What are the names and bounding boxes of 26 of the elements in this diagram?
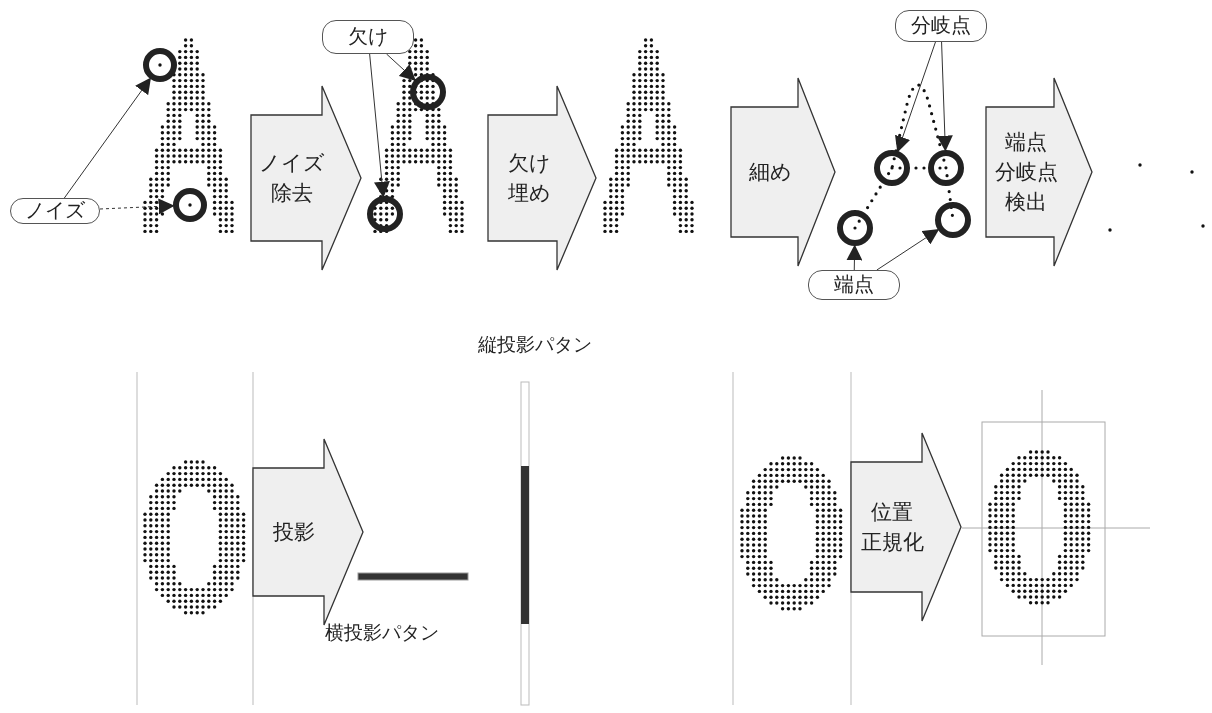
- marker-circle: [366, 195, 404, 233]
- process-block-arrow: 細め: [730, 77, 836, 267]
- leader-arrow: [895, 41, 936, 153]
- leader-arrow: [63, 77, 151, 199]
- leader-arrow: [846, 244, 863, 271]
- leader-arrow: [386, 53, 416, 81]
- marker-circle: [836, 209, 874, 247]
- process-block-arrow: ノイズ除去: [250, 85, 362, 271]
- marker-circle: [934, 201, 972, 239]
- marker-circle: [873, 149, 911, 187]
- callout-label: 欠け: [322, 20, 414, 54]
- leader-arrow: [936, 41, 953, 152]
- marker-circle: [927, 149, 965, 187]
- pattern-caption: 縦投影パタン: [478, 332, 592, 357]
- marker-circle: [142, 47, 178, 83]
- marker-circle: [172, 187, 208, 223]
- leader-arrow: [369, 53, 390, 198]
- leader-arrow: [876, 229, 940, 271]
- callout-label: ノイズ: [10, 198, 100, 224]
- callout-label: 端点: [808, 270, 900, 300]
- process-block-arrow: 端点分岐点検出: [985, 77, 1093, 267]
- process-block-arrow: 欠け埋め: [487, 85, 597, 271]
- callout-label: 分岐点: [895, 10, 987, 42]
- leader-arrow: [99, 198, 175, 215]
- process-block-arrow: 位置正規化: [850, 432, 962, 622]
- marker-circle: [409, 73, 447, 111]
